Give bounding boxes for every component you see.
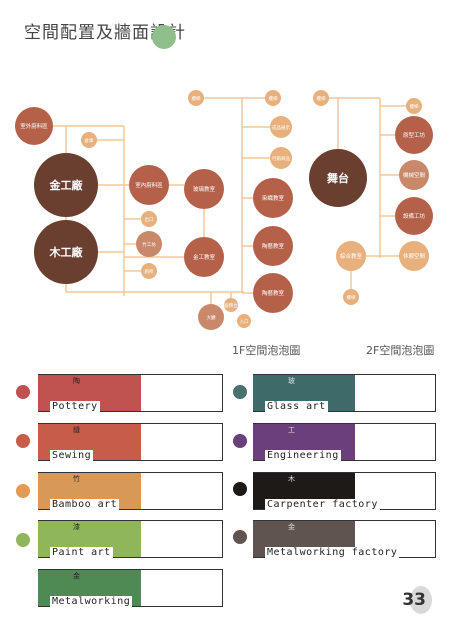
page-title: 空間配置及牆面設計 (24, 23, 186, 43)
svg-text:行銷商品: 行銷商品 (272, 155, 290, 162)
legend-bullet (16, 434, 30, 448)
bubble-wood: 木工廠 (34, 220, 98, 284)
svg-text:木工廠: 木工廠 (49, 245, 84, 259)
legend-glyph: 工 (288, 426, 295, 434)
bubble-metal: 金工廠 (34, 153, 98, 217)
svg-text:出口: 出口 (145, 216, 154, 223)
bubble-indoor: 室內廚料區 (129, 165, 169, 205)
legend-glyph: 漆 (73, 523, 80, 531)
legend-bullet (16, 533, 30, 547)
bubble-stair3: 樓梯 (313, 90, 329, 106)
svg-text:樓梯: 樓梯 (269, 95, 278, 102)
svg-text:機械空間: 機械空間 (403, 171, 426, 179)
svg-text:金工廠: 金工廠 (49, 178, 84, 192)
legend-card: 縫 Sewing (38, 423, 223, 461)
svg-text:樓梯: 樓梯 (192, 95, 201, 102)
svg-text:室內廚料區: 室內廚料區 (135, 181, 163, 189)
bubble-serve: 服務台 (224, 298, 238, 312)
svg-text:樓梯: 樓梯 (317, 95, 326, 102)
bubble-outdoor: 室外廚料區 (15, 107, 53, 145)
svg-text:廁所: 廁所 (145, 268, 154, 275)
svg-text:樓梯: 樓梯 (347, 294, 356, 301)
legend-card: 漆 Paint art (38, 520, 223, 558)
bubble-stair2: 樓梯 (265, 90, 281, 106)
legend-label: Paint art (50, 547, 113, 558)
legend-card: 金 Metalworking (38, 569, 223, 607)
legend-card: 玻 Glass art (253, 374, 436, 412)
legend-label: Engineering (265, 450, 341, 461)
svg-text:原型工坊: 原型工坊 (403, 131, 426, 139)
bubble-meet: 休憩空間 (399, 241, 429, 271)
bubble-exit: 出口 (141, 211, 157, 227)
legend-label: Bamboo art (50, 499, 120, 510)
svg-text:陶藝教室: 陶藝教室 (262, 289, 285, 297)
bubble-craft: 行銷商品 (270, 147, 292, 169)
legend-glyph: 金 (73, 572, 80, 580)
bubble-exhibit: 成品展示 (270, 116, 292, 138)
svg-text:入口: 入口 (240, 319, 249, 325)
legend-bullet (233, 385, 247, 399)
legend-card: 金 Metalworking factory (253, 520, 436, 558)
legend-label: Sewing (50, 450, 94, 461)
title-decoration-dot (152, 25, 176, 49)
legend-card: 木 Carpenter factory (253, 472, 436, 510)
bubble-kiln: 陶藝教室 (253, 273, 293, 313)
svg-text:玻璃教室: 玻璃教室 (193, 185, 216, 193)
legend-glyph: 縫 (73, 426, 80, 434)
svg-text:休憩空間: 休憩空間 (403, 252, 426, 260)
legend-bullet (233, 482, 247, 496)
bubble-stair4: 樓梯 (406, 98, 422, 114)
caption-2f: 2F空間泡泡圖 (366, 344, 435, 357)
svg-text:樓梯: 樓梯 (410, 103, 419, 110)
svg-text:竹工坊: 竹工坊 (142, 241, 156, 248)
svg-text:金工教室: 金工教室 (193, 253, 216, 261)
bubble-entry: 入口 (237, 314, 251, 328)
bubble-toilet: 廁所 (141, 263, 157, 279)
bubble-stair5: 樓梯 (343, 289, 359, 305)
legend-bullet (233, 434, 247, 448)
legend-glyph: 木 (288, 475, 295, 483)
bubble-mech: 機械空間 (399, 160, 429, 190)
bubble-stair1: 樓梯 (188, 90, 204, 106)
legend-label: Pottery (50, 401, 100, 412)
bubble-stage: 舞台 (309, 149, 367, 207)
legend-label: Metalworking factory (265, 547, 400, 558)
bubble-lobby: 大廳 (198, 304, 224, 330)
legend-glyph: 竹 (73, 475, 80, 483)
bubble-bamboo: 竹工坊 (136, 231, 162, 257)
svg-text:室外廚料區: 室外廚料區 (20, 122, 48, 130)
svg-text:設備工坊: 設備工坊 (403, 212, 426, 220)
svg-text:成品展示: 成品展示 (272, 124, 290, 131)
svg-text:舞台: 舞台 (327, 171, 349, 185)
legend-glyph: 陶 (73, 377, 80, 385)
svg-text:大廳: 大廳 (207, 314, 216, 321)
svg-text:綜合教室: 綜合教室 (340, 252, 363, 260)
bubble-metalroom: 金工教室 (184, 237, 224, 277)
legend-bullet (16, 484, 30, 498)
legend-bullet (233, 530, 247, 544)
svg-text:陶藝教室: 陶藝教室 (262, 242, 285, 250)
caption-1f: 1F空間泡泡圖 (232, 344, 301, 357)
page-number: 33 (402, 590, 426, 610)
legend-label: Carpenter factory (265, 499, 380, 510)
bubble-dye: 染織教室 (253, 178, 293, 218)
bubble-glass: 玻璃教室 (184, 169, 224, 209)
legend-glyph: 玻 (288, 377, 295, 385)
bubble-model: 原型工坊 (395, 116, 433, 154)
legend-glyph: 金 (288, 523, 295, 531)
legend-card: 竹 Bamboo art (38, 472, 223, 510)
legend-bullet (16, 385, 30, 399)
bubble-design: 設備工坊 (395, 197, 433, 235)
legend-card: 陶 Pottery (38, 374, 223, 412)
svg-text:染織教室: 染織教室 (262, 194, 285, 202)
svg-text:倉庫: 倉庫 (85, 137, 94, 144)
legend-label: Glass art (265, 401, 328, 412)
bubble-pottery: 陶藝教室 (253, 226, 293, 266)
legend-label: Metalworking (50, 596, 133, 607)
legend-card: 工 Engineering (253, 423, 436, 461)
bubble-storage: 倉庫 (81, 132, 97, 148)
svg-text:服務台: 服務台 (224, 302, 238, 309)
bubble-lounge: 綜合教室 (336, 241, 366, 271)
